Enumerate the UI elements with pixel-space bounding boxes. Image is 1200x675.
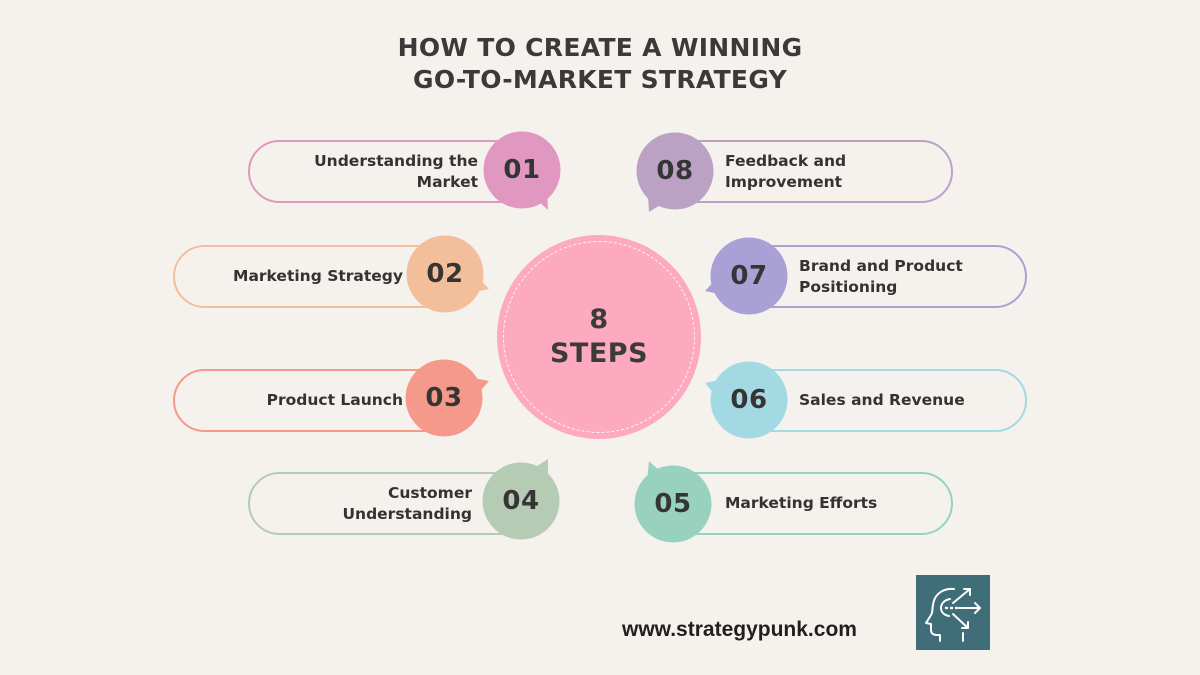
- strategypunk-logo: [916, 575, 990, 650]
- step-06-bubble: 06: [705, 361, 788, 439]
- step-03-label: Product Launch: [266, 391, 403, 409]
- step-02-number: 02: [426, 259, 464, 289]
- step-06-number: 06: [730, 385, 768, 415]
- step-01-number: 01: [503, 155, 541, 185]
- center-number: 8: [589, 304, 609, 335]
- step-04-pill: Customer Understanding: [248, 472, 542, 535]
- head-strategy-arrows-icon: [925, 587, 981, 642]
- center-dashed-ring: [503, 241, 695, 433]
- title-line-2: GO-TO-MARKET STRATEGY: [413, 65, 787, 94]
- step-05-number: 05: [654, 489, 692, 519]
- speech-bubble-shape: [634, 461, 712, 543]
- speech-bubble-shape: [705, 361, 788, 439]
- speech-bubble-shape: [405, 359, 489, 437]
- step-08-number: 08: [656, 156, 694, 186]
- step-05-label: Marketing Efforts: [725, 494, 878, 512]
- step-04-bubble: 04: [482, 459, 560, 540]
- step-07-pill: Brand and Product Positioning: [735, 245, 1027, 308]
- step-03-number: 03: [425, 383, 463, 413]
- step-04-number: 04: [502, 486, 540, 516]
- website-link[interactable]: www.strategypunk.com: [622, 618, 857, 641]
- speech-bubble-shape: [705, 237, 788, 315]
- step-02-label: Marketing Strategy: [233, 267, 403, 285]
- speech-bubble-shape: [636, 132, 714, 212]
- step-03-bubble: 03: [405, 359, 489, 437]
- step-08-bubble: 08: [636, 132, 714, 212]
- speech-bubble-shape: [482, 459, 560, 540]
- center-steps-circle: 8 STEPS: [497, 235, 701, 439]
- step-04-label: Customer Understanding: [342, 483, 472, 523]
- step-07-label: Brand and Product Positioning: [799, 256, 963, 296]
- speech-bubble-shape: [483, 131, 561, 210]
- step-08-pill: Feedback and Improvement: [661, 140, 953, 203]
- step-02-bubble: 02: [406, 235, 489, 313]
- center-label: 8 STEPS: [497, 235, 701, 439]
- step-01-bubble: 01: [483, 131, 561, 210]
- page-title: HOW TO CREATE A WINNING GO-TO-MARKET STR…: [0, 32, 1200, 96]
- speech-bubble-shape: [406, 235, 489, 313]
- step-05-bubble: 05: [634, 461, 712, 543]
- step-07-number: 07: [730, 261, 768, 291]
- step-01-pill: Understanding the Market: [248, 140, 542, 203]
- step-06-label: Sales and Revenue: [799, 391, 965, 409]
- step-01-label: Understanding the Market: [314, 151, 478, 191]
- step-08-label: Feedback and Improvement: [725, 151, 847, 191]
- center-steps-text: STEPS: [549, 338, 649, 369]
- title-line-1: HOW TO CREATE A WINNING: [397, 33, 803, 62]
- step-07-bubble: 07: [705, 237, 788, 315]
